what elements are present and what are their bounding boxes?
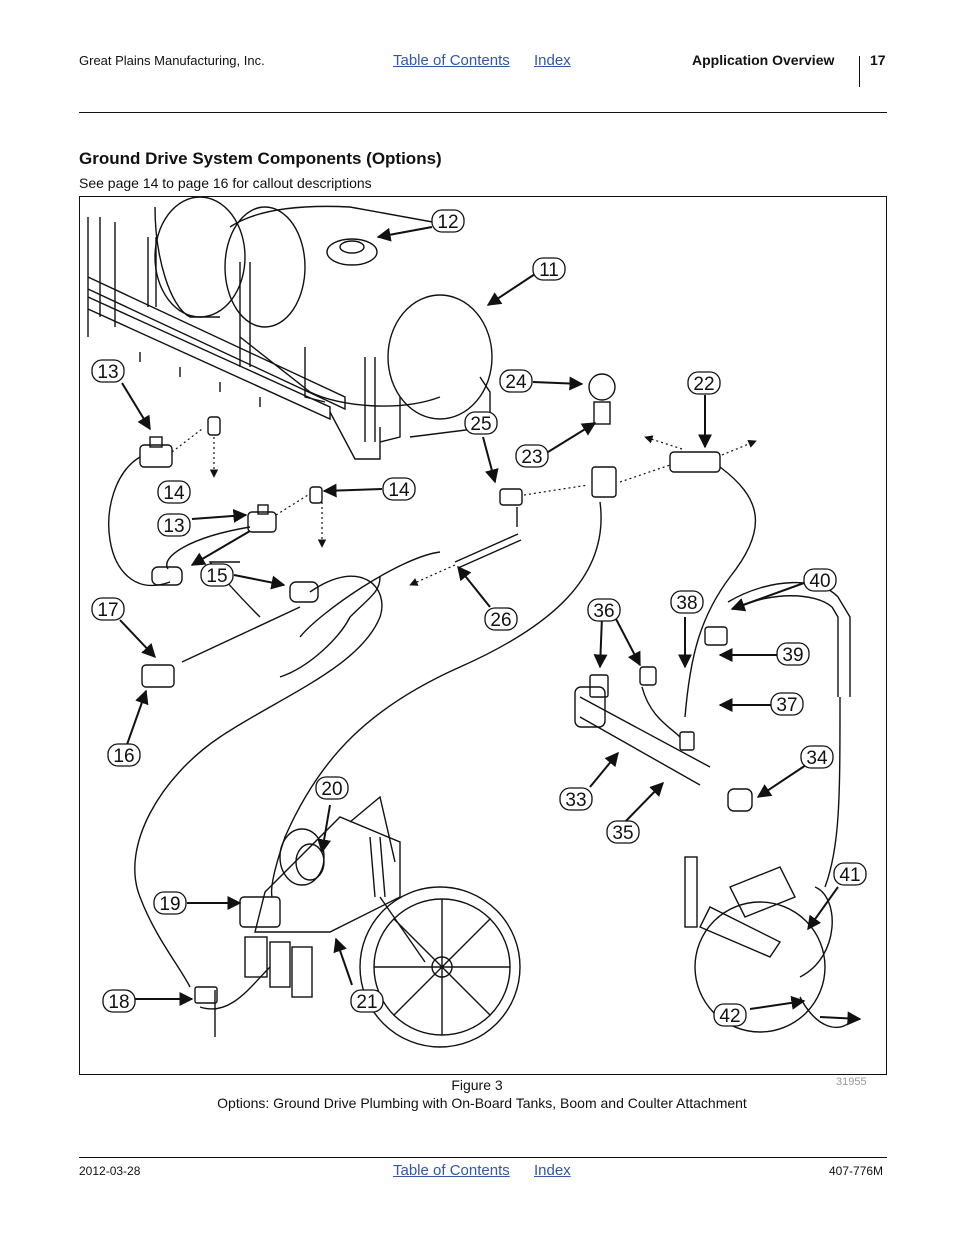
callout-13b: 13 [157, 513, 191, 537]
header-rule [79, 112, 887, 113]
callout-12: 12 [431, 209, 465, 233]
svg-text:25: 25 [470, 414, 491, 435]
footer-date: 2012-03-28 [79, 1164, 141, 1178]
callout-15: 15 [200, 563, 234, 587]
figure-frame: 12 11 13 24 22 25 23 14 14 13 15 17 26 3… [79, 196, 887, 1075]
callout-19: 19 [153, 891, 187, 915]
company-name: Great Plains Manufacturing, Inc. [79, 53, 265, 68]
footer-table-of-contents-link[interactable]: Table of Contents [393, 1162, 510, 1179]
callout-20: 20 [315, 776, 349, 800]
callout-22: 22 [687, 371, 721, 395]
callout-40: 40 [803, 568, 837, 592]
callout-26: 26 [484, 607, 518, 631]
svg-text:33: 33 [565, 790, 586, 811]
svg-text:34: 34 [806, 748, 828, 769]
dotted-connectors [171, 428, 757, 586]
callout-17: 17 [91, 597, 125, 621]
page-number: 17 [870, 52, 886, 68]
drawing-id: 31955 [836, 1076, 867, 1088]
section-name: Application Overview [692, 52, 835, 68]
svg-text:21: 21 [356, 992, 377, 1013]
callout-14a: 14 [157, 480, 191, 504]
svg-text:16: 16 [113, 746, 134, 767]
svg-text:41: 41 [839, 865, 860, 886]
callout-18: 18 [102, 989, 136, 1013]
callout-11: 11 [532, 257, 566, 281]
line-art [87, 197, 856, 1048]
svg-text:18: 18 [108, 992, 129, 1013]
callout-34: 34 [800, 745, 834, 769]
section-title: Ground Drive System Components (Options) [79, 149, 442, 168]
callout-24: 24 [499, 369, 533, 393]
footer-index-link[interactable]: Index [534, 1162, 571, 1179]
callout-36: 36 [587, 598, 621, 622]
footer-doc-number: 407-776M [829, 1164, 884, 1178]
svg-text:14: 14 [163, 483, 185, 504]
callout-leaders [119, 226, 862, 1026]
svg-text:12: 12 [437, 212, 458, 233]
callout-35: 35 [606, 820, 640, 844]
callout-13a: 13 [91, 359, 125, 383]
callout-39: 39 [776, 642, 810, 666]
callout-25: 25 [464, 411, 498, 435]
svg-text:38: 38 [676, 593, 697, 614]
callout-21: 21 [350, 989, 384, 1013]
figure-number: Figure 3 [451, 1077, 503, 1093]
ground-drive-plumbing-illustration: 12 11 13 24 22 25 23 14 14 13 15 17 26 3… [87, 197, 867, 1048]
svg-text:17: 17 [97, 600, 118, 621]
header-table-of-contents-link[interactable]: Table of Contents [393, 52, 510, 69]
svg-text:13: 13 [97, 362, 118, 383]
callout-41: 41 [833, 862, 867, 886]
callout-23: 23 [515, 444, 549, 468]
footer-rule [79, 1157, 887, 1158]
header-index-link[interactable]: Index [534, 52, 571, 69]
svg-text:37: 37 [776, 695, 797, 716]
svg-text:24: 24 [505, 372, 527, 393]
svg-text:22: 22 [693, 374, 714, 395]
callout-16: 16 [107, 743, 141, 767]
svg-text:14: 14 [388, 480, 410, 501]
figure-caption: Options: Ground Drive Plumbing with On-B… [217, 1095, 747, 1111]
svg-text:11: 11 [539, 260, 559, 281]
callout-42: 42 [713, 1003, 747, 1027]
callout-33: 33 [559, 787, 593, 811]
callout-37: 37 [770, 692, 804, 716]
callout-bubbles: 12 11 13 24 22 25 23 14 14 13 15 17 26 3… [91, 209, 867, 1027]
svg-text:13: 13 [163, 516, 184, 537]
callout-38: 38 [670, 590, 704, 614]
svg-text:40: 40 [809, 571, 830, 592]
svg-text:35: 35 [612, 823, 633, 844]
svg-text:26: 26 [490, 610, 511, 631]
svg-text:19: 19 [159, 894, 180, 915]
svg-text:15: 15 [206, 566, 227, 587]
svg-text:42: 42 [719, 1006, 740, 1027]
svg-text:39: 39 [782, 645, 803, 666]
section-subtitle: See page 14 to page 16 for callout descr… [79, 175, 372, 191]
svg-text:20: 20 [321, 779, 342, 800]
header-divider [859, 56, 860, 87]
svg-text:36: 36 [593, 601, 614, 622]
callout-14b: 14 [382, 477, 416, 501]
svg-text:23: 23 [521, 447, 542, 468]
